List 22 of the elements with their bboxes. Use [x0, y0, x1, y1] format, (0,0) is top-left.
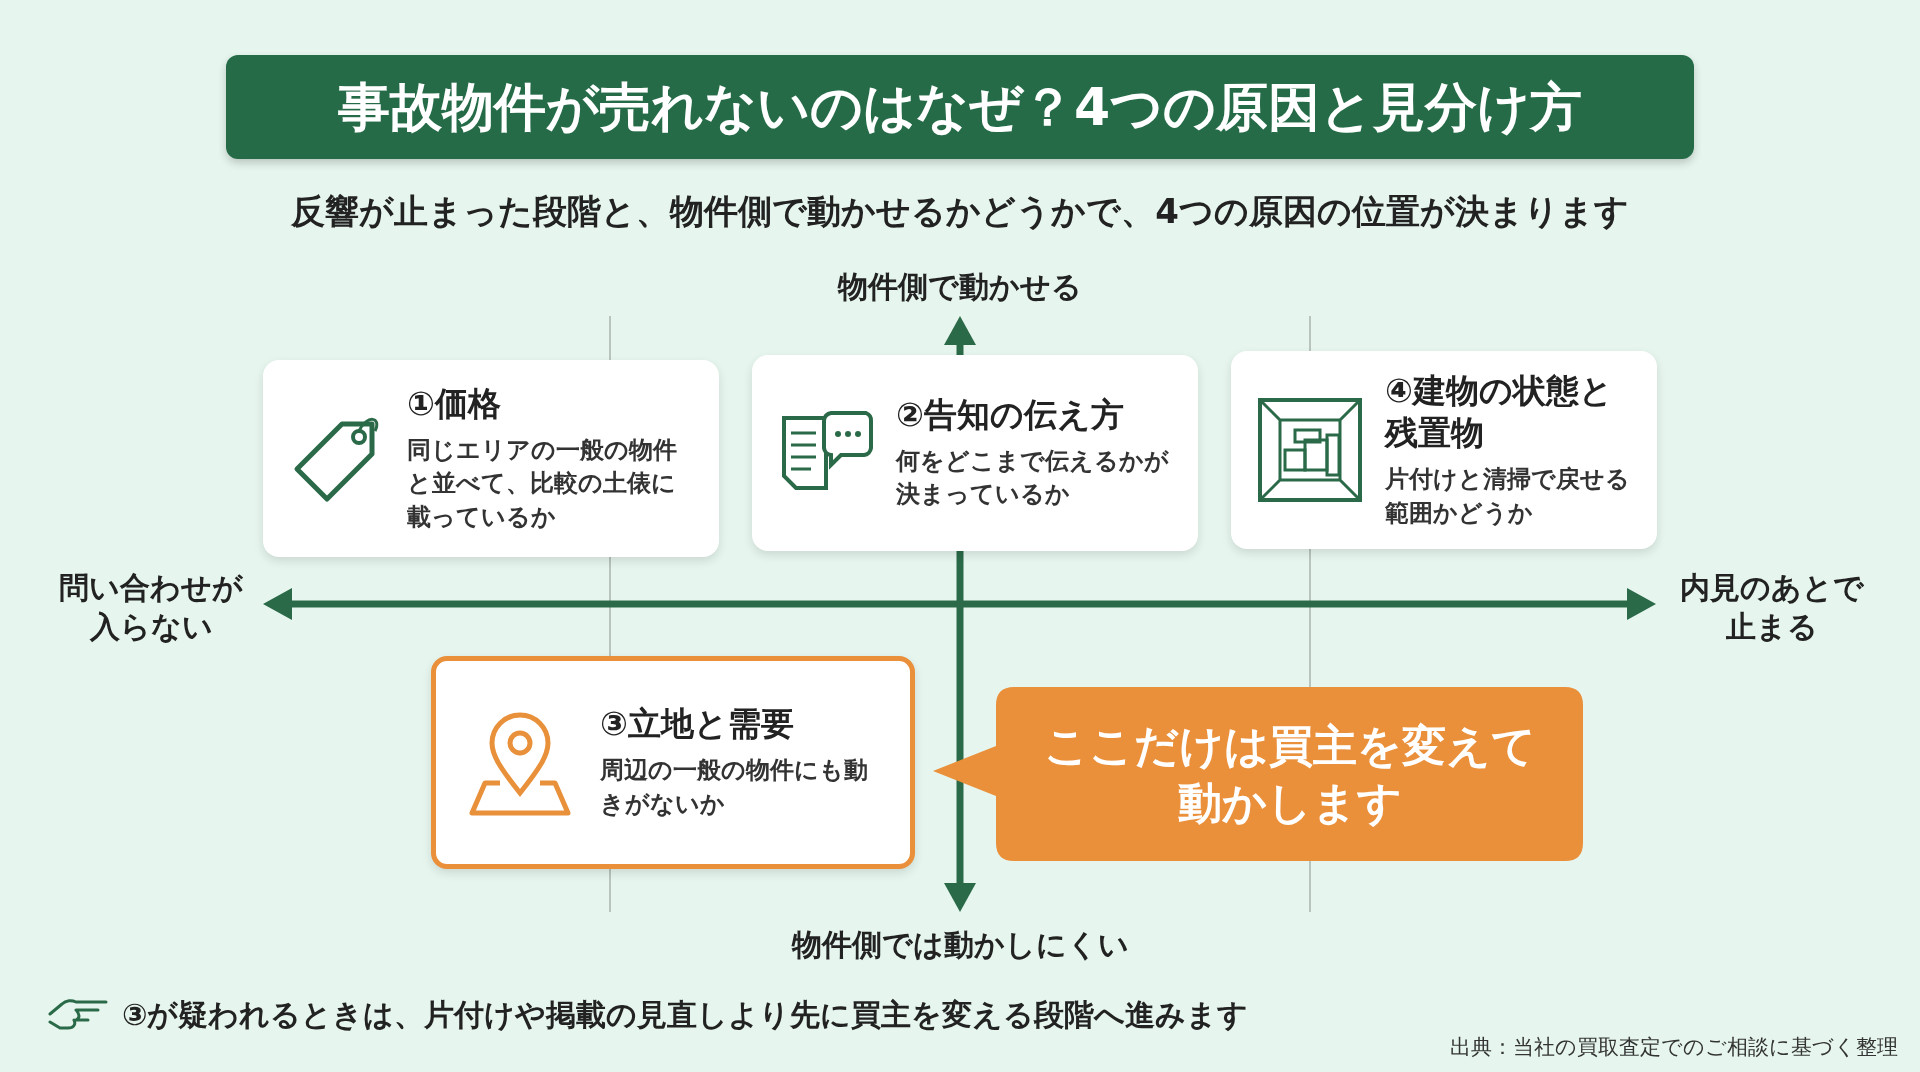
cause-card	[1231, 351, 1657, 549]
axis-label: 物件側では動かしにくい	[790, 926, 1130, 964]
card-heading: ①価格	[407, 382, 502, 425]
cause-card	[752, 355, 1198, 551]
axis-label: 内見のあとで止まる	[1679, 569, 1865, 646]
card-heading: ③立地と需要	[600, 703, 795, 746]
speech-bubble	[933, 687, 1583, 861]
axis-label: 物件側で動かせる	[836, 268, 1083, 306]
source-note: 出典：当社の買取査定でのご相談に基づく整理	[1450, 1034, 1898, 1061]
cause-card	[431, 656, 915, 869]
card-description: 片付けと清掃で戻せる範囲かどうか	[1385, 464, 1631, 529]
card-description: 同じエリアの一般の物件と並べて、比較の土俵に載っているか	[407, 434, 678, 533]
card-description: 周辺の一般の物件にも動きがないか	[600, 755, 869, 820]
title-banner: 事故物件が売れないのはなぜ？4つの原因と見分け方	[226, 55, 1694, 159]
cause-card	[263, 360, 719, 557]
card-description: 何をどこまで伝えるかが決まっているか	[896, 445, 1170, 511]
card-heading: ②告知の伝え方	[896, 393, 1125, 436]
callout-text: ここだけは買主を変えて動かします	[1042, 718, 1537, 830]
card-heading: ④建物の状態と残置物	[1385, 369, 1614, 455]
axis-label: 問い合わせが入らない	[58, 569, 244, 646]
footnote: ③が疑われるときは、片付けや掲載の見直しより先に買主を変える段階へ進みます	[122, 996, 1249, 1034]
subtitle: 反響が止まった段階と、物件側で動かせるかどうかで、4つの原因の位置が決まります	[290, 190, 1630, 233]
